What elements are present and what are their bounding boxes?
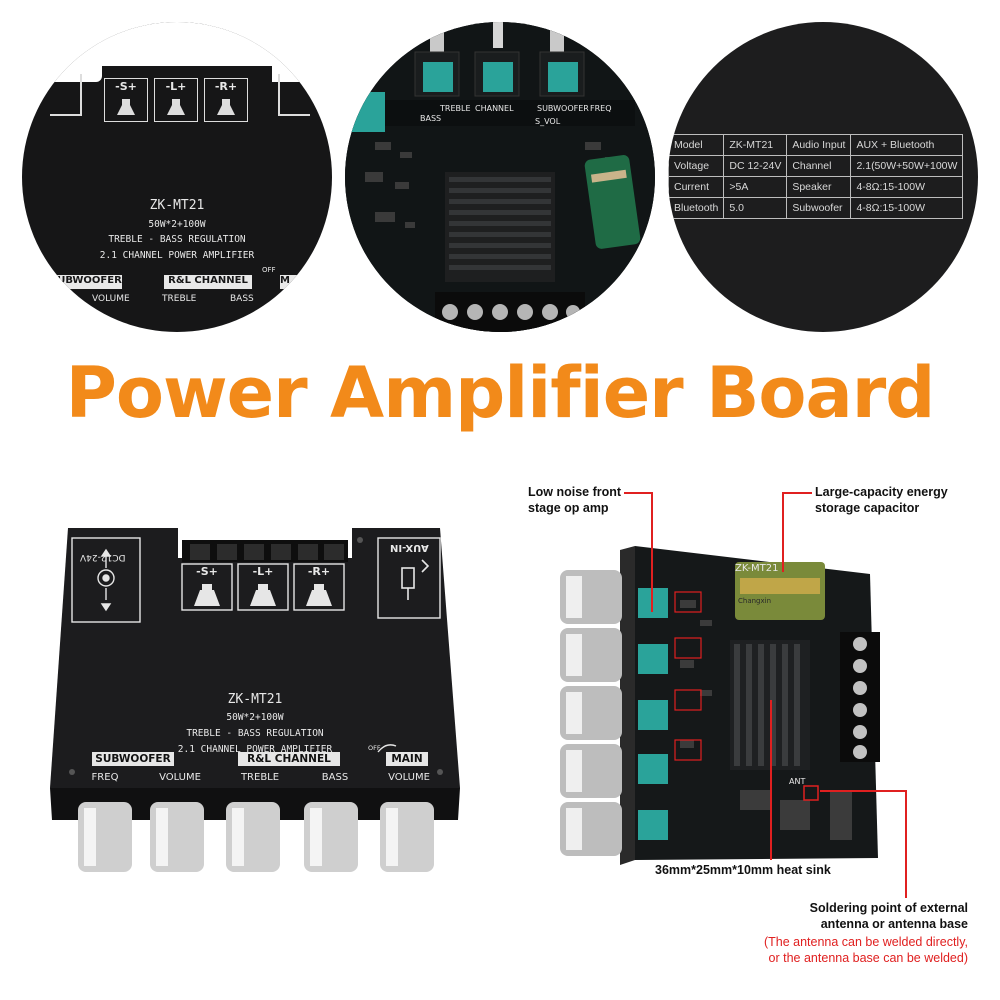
- pcb-label-channel: CHANNEL: [475, 104, 514, 113]
- pcb-label-subwoofer: SUBWOOFER: [537, 104, 589, 113]
- speaker-icon: [167, 99, 185, 115]
- pcb-label-svol: S_VOL: [535, 117, 561, 126]
- knob-label-treble: TREBLE: [240, 772, 280, 783]
- annotation-capacitor: Large-capacity energy storage capacitor: [815, 484, 948, 516]
- bass-knob-label: BASS: [230, 294, 254, 304]
- board-description: 2.1 CHANNEL POWER AMPLIFIER: [177, 744, 333, 755]
- description-label: 2.1 CHANNEL POWER AMPLIFIER: [99, 250, 255, 261]
- table-cell: Subwoofer: [786, 197, 852, 219]
- table-cell: 2.1(50W+50W+100W: [850, 155, 964, 177]
- annotation-antenna: Soldering point of external antenna or a…: [760, 900, 968, 932]
- pcb-label-bass: BASS: [420, 114, 442, 123]
- pointer-line: [770, 700, 772, 860]
- table-cell: 4-8Ω:15-100W: [850, 197, 964, 219]
- annotation-line: stage op amp: [528, 501, 609, 515]
- ant-label: ANT: [789, 777, 806, 786]
- subwoofer-section-label: SUBWOOFER: [50, 275, 122, 289]
- annotation-heatsink: 36mm*25mm*10mm heat sink: [655, 863, 831, 877]
- pointer-line: [624, 492, 652, 494]
- pcb-board-illustration: [560, 546, 880, 865]
- table-cell: AUX + Bluetooth: [850, 134, 964, 156]
- knob-label-freq: FREQ: [91, 772, 119, 783]
- table-cell: Bluetooth: [668, 197, 725, 219]
- closeup-panel-front: -S+ -L+ -R+ ZK-MT21 50W*2+100W TREBLE - …: [22, 22, 332, 332]
- volume-knob-label: VOLUME: [92, 294, 130, 304]
- table-cell: 4-8Ω:15-100W: [850, 176, 964, 198]
- pcb-model-label: ZK-MT21: [735, 563, 779, 574]
- rl-channel-section-label: R&L CHANNEL: [164, 275, 252, 289]
- board-subwoofer-label: SUBWOOFER: [95, 753, 171, 765]
- annotation-line: (The antenna can be welded directly,: [763, 935, 968, 949]
- table-row: Voltage DC 12-24V Channel 2.1(50W+50W+10…: [668, 155, 964, 177]
- table-row: Current >5A Speaker 4-8Ω:15-100W: [668, 176, 964, 198]
- table-cell: >5A: [723, 176, 788, 198]
- board-model: ZK-MT21: [227, 692, 283, 707]
- knob-label-bass: BASS: [321, 772, 349, 783]
- capacitor-brand-label: Changxin: [738, 597, 772, 605]
- pcb-closeup-illustration: [345, 22, 655, 332]
- closeup-spec-table: Model ZK-MT21 Audio Input AUX + Bluetoot…: [668, 22, 978, 332]
- amplifier-board-product: DC12-24V AUX-IN -S+ -L+ -R+ ZK-MT21 50W*…: [40, 520, 470, 880]
- pointer-line: [651, 492, 653, 612]
- pcb-label-treble: TREBLE: [440, 104, 471, 113]
- board-power: 50W*2+100W: [226, 712, 284, 723]
- panel-corner-mark: [278, 74, 310, 116]
- board-regulation: TREBLE - BASS REGULATION: [186, 728, 324, 739]
- table-row: Bluetooth 5.0 Subwoofer 4-8Ω:15-100W: [668, 197, 964, 219]
- table-cell: Speaker: [786, 176, 852, 198]
- annotation-line: Large-capacity energy: [815, 485, 948, 499]
- treble-knob-label: TREBLE: [162, 294, 197, 304]
- pcb-label-freq: FREQ: [590, 104, 612, 113]
- table-cell: Audio Input: [786, 134, 852, 156]
- speaker-terminal-labels: -S+ -L+ -R+: [104, 78, 248, 122]
- board-illustration: [50, 528, 460, 872]
- board-off-label: OFF: [368, 744, 381, 752]
- annotation-antenna-note: (The antenna can be welded directly, or …: [700, 934, 968, 966]
- annotation-line: Low noise front: [528, 485, 622, 499]
- closeup-pcb: TREBLE BASS CHANNEL SUBWOOFER FREQ S_VOL: [345, 22, 655, 332]
- pointer-line: [905, 790, 907, 898]
- table-cell: Voltage: [668, 155, 725, 177]
- dc-voltage-label: DC12-24V: [80, 552, 126, 562]
- table-cell: Channel: [786, 155, 852, 177]
- board-terminal-r: -R+: [307, 565, 331, 578]
- table-cell: Current: [668, 176, 725, 198]
- annotation-line: storage capacitor: [815, 501, 920, 515]
- aux-in-label: AUX-IN: [390, 542, 429, 553]
- terminal-r-label: -R+: [214, 80, 238, 93]
- model-label: ZK-MT21: [149, 198, 205, 213]
- off-label: OFF: [262, 266, 276, 274]
- power-label: 50W*2+100W: [148, 219, 206, 230]
- knob-label-sub-volume: VOLUME: [159, 772, 201, 783]
- board-terminal-l: -L+: [252, 565, 274, 578]
- table-cell: ZK-MT21: [723, 134, 788, 156]
- board-terminal-s: -S+: [196, 565, 218, 578]
- speaker-icon: [217, 99, 235, 115]
- table-row: Model ZK-MT21 Audio Input AUX + Bluetoot…: [668, 134, 964, 156]
- annotation-op-amp: Low noise front stage op amp: [528, 484, 621, 516]
- terminal-s-label: -S+: [115, 80, 137, 93]
- pointer-line: [820, 790, 906, 792]
- main-section-label: M: [280, 275, 320, 289]
- annotation-line: or the antenna base can be welded): [768, 951, 968, 965]
- annotation-line: antenna or antenna base: [820, 917, 968, 931]
- table-cell: DC 12-24V: [723, 155, 788, 177]
- regulation-label: TREBLE - BASS REGULATION: [108, 234, 246, 245]
- table-cell: 5.0: [723, 197, 788, 219]
- speaker-icon: [117, 99, 135, 115]
- board-main-label: MAIN: [391, 753, 423, 765]
- pointer-line: [782, 492, 784, 572]
- pointer-line: [782, 492, 812, 494]
- spec-table: Model ZK-MT21 Audio Input AUX + Bluetoot…: [668, 134, 964, 219]
- annotation-line: Soldering point of external: [809, 901, 968, 915]
- table-cell: Model: [668, 134, 725, 156]
- knob-label-main-volume: VOLUME: [388, 772, 430, 783]
- headline: Power Amplifier Board: [65, 352, 936, 434]
- panel-corner-mark: [50, 74, 82, 116]
- terminal-l-label: -L+: [165, 80, 187, 93]
- board-rl-label: R&L CHANNEL: [247, 753, 331, 765]
